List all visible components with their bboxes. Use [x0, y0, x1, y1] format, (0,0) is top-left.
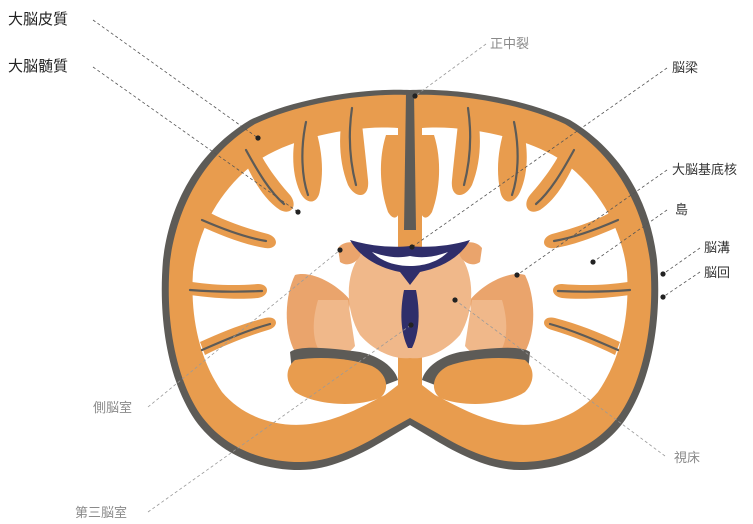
dot-fissure [412, 93, 417, 98]
brain-illustration [162, 90, 658, 470]
dot-cortex [255, 135, 260, 140]
label-lateral-ventricle: 側脳室 [93, 400, 132, 416]
dot-third-ventricle [408, 322, 413, 327]
dot-lateral-ventricle [337, 247, 342, 252]
label-corpus-callosum: 脳梁 [672, 61, 698, 76]
label-thalamus: 視床 [674, 451, 700, 466]
label-insula: 島 [675, 203, 688, 218]
label-gyrus: 脳回 [704, 266, 730, 281]
label-basal-ganglia: 大脳基底核 [672, 162, 737, 178]
label-cerebral-white-matter: 大脳髄質 [8, 57, 68, 75]
label-cerebral-cortex: 大脳皮質 [8, 10, 68, 28]
longitudinal-fissure-shape [404, 92, 416, 230]
label-longitudinal-fissure: 正中裂 [490, 37, 529, 52]
dot-gyrus [660, 294, 665, 299]
putamen-right [465, 300, 506, 356]
putamen-left [314, 300, 355, 356]
dot-white-matter [295, 209, 300, 214]
dot-thalamus [452, 297, 457, 302]
dot-basal-ganglia [514, 272, 519, 277]
dot-sulcus [660, 271, 665, 276]
label-third-ventricle: 第三脳室 [75, 505, 127, 521]
dot-corpus-callosum [409, 244, 414, 249]
dot-insula [590, 259, 595, 264]
label-sulcus: 脳溝 [704, 241, 730, 256]
